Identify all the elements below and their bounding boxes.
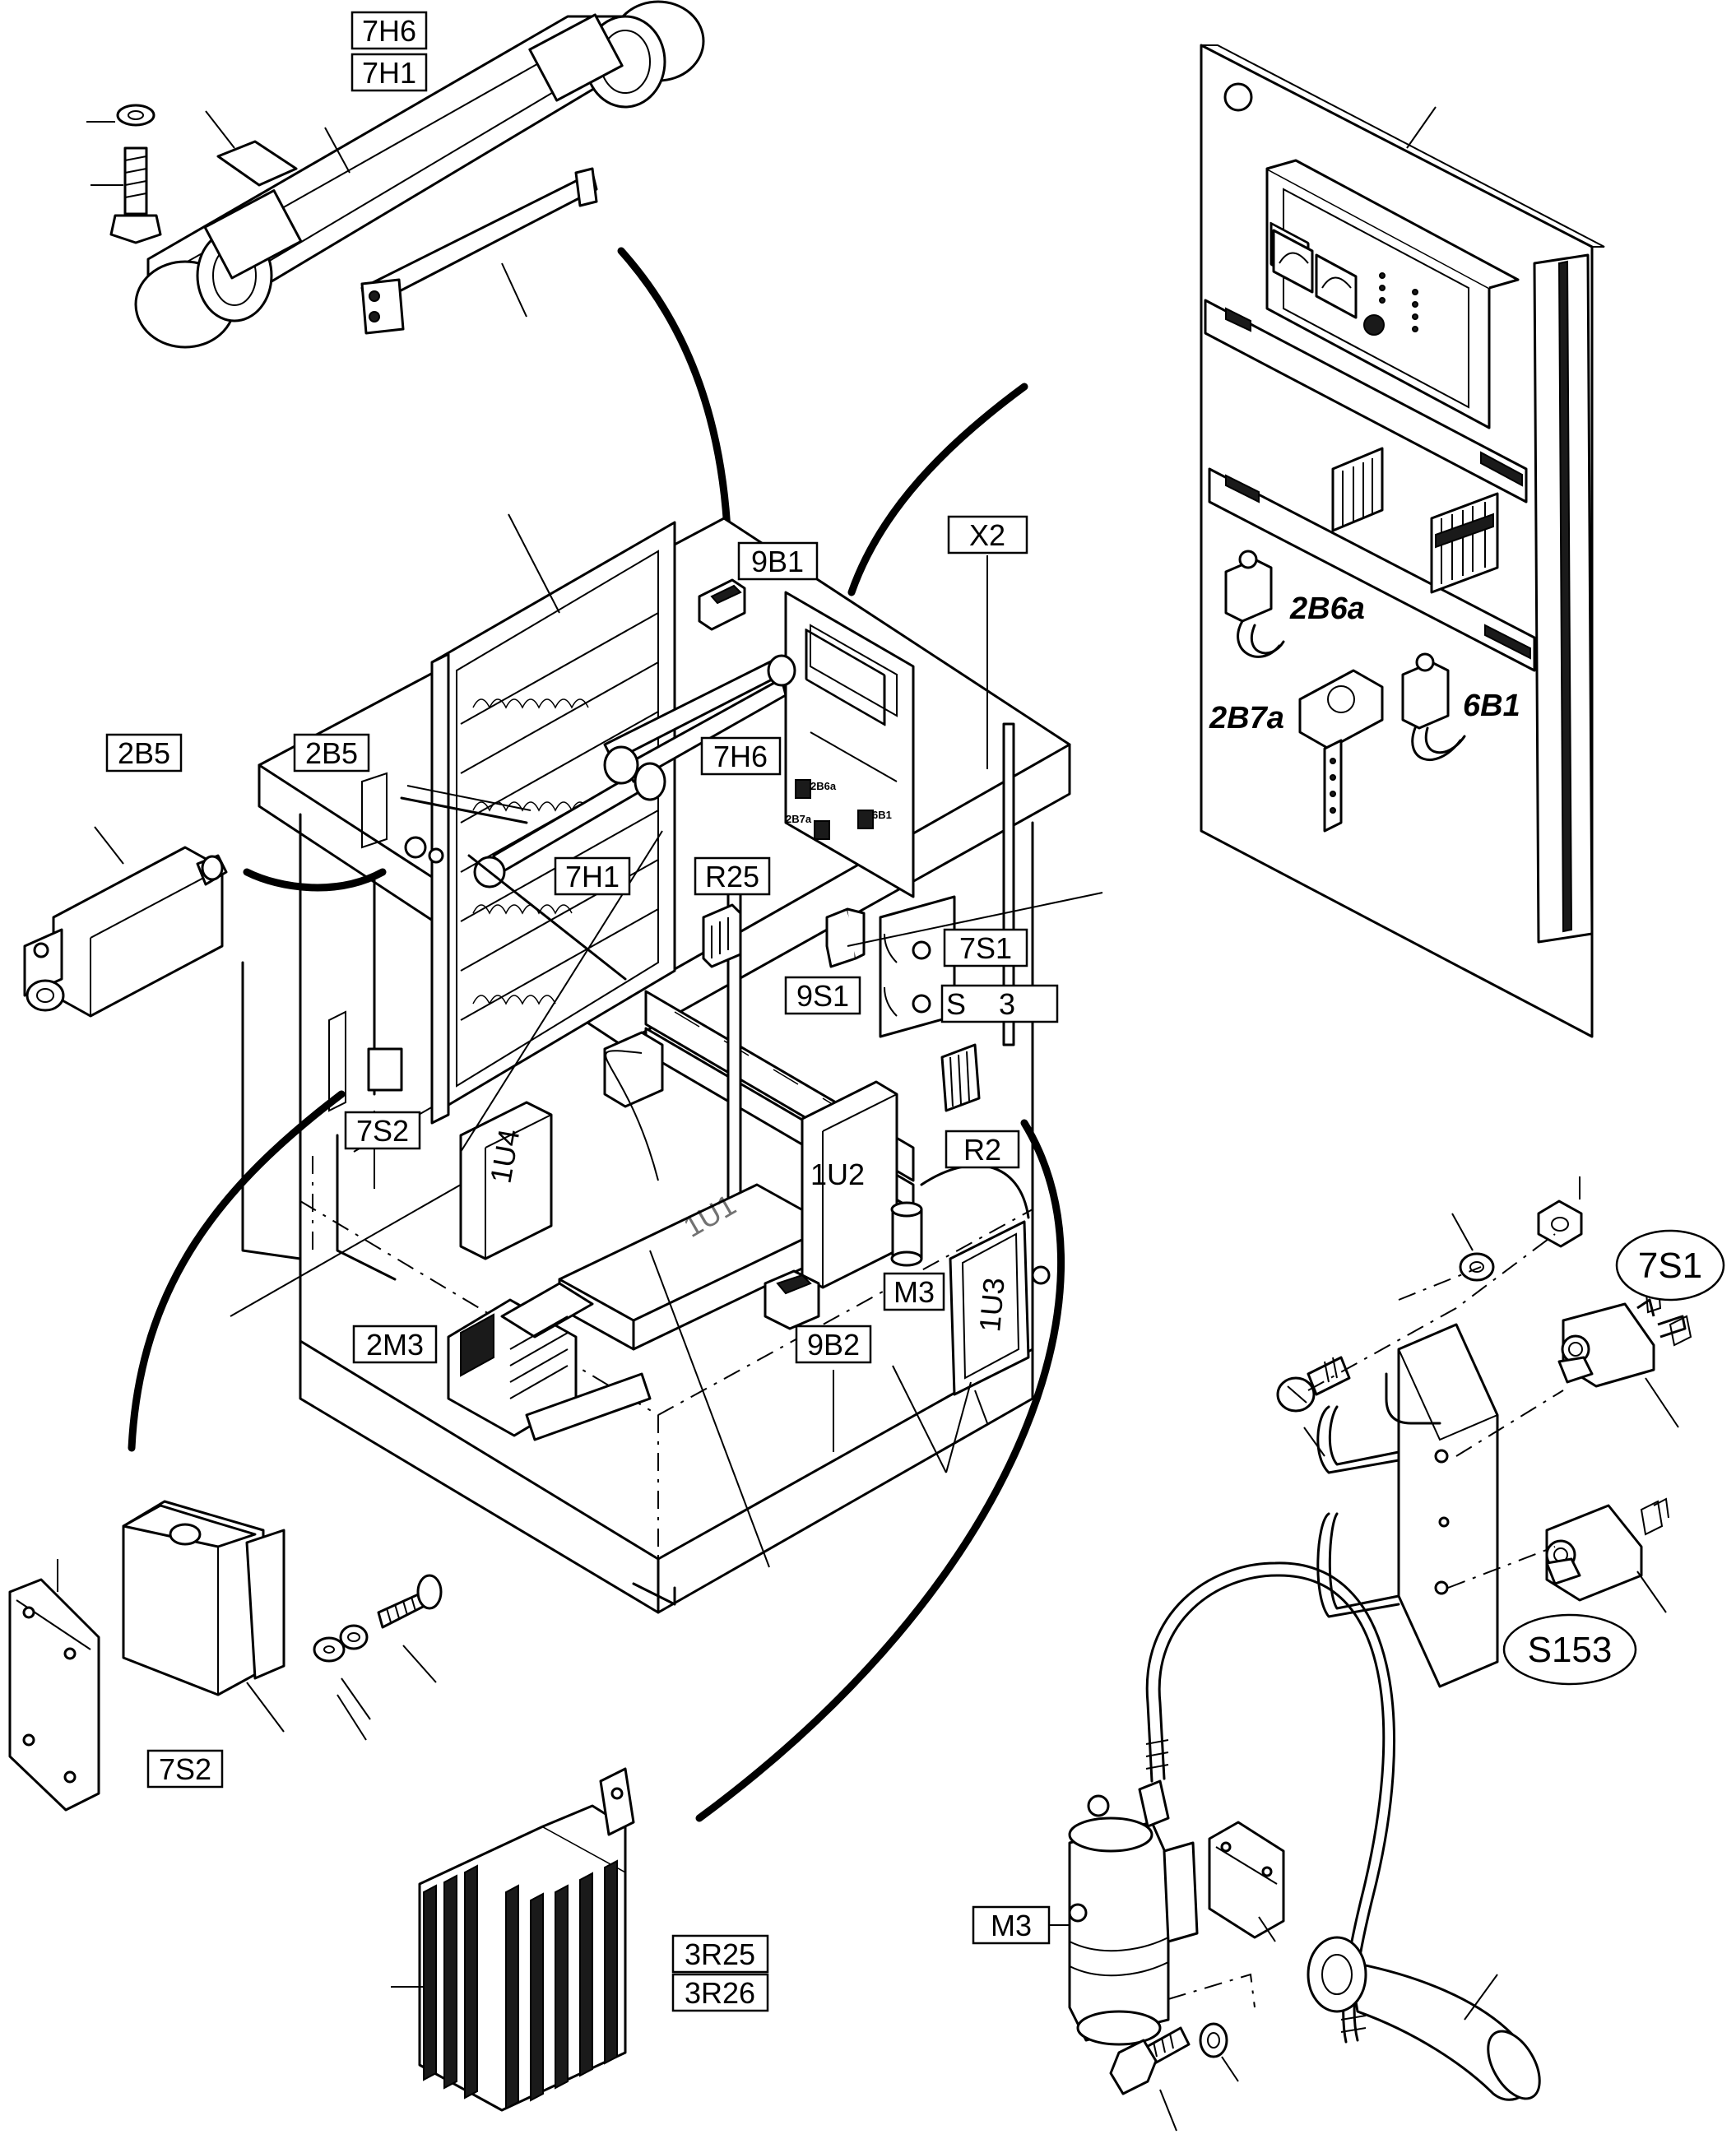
contactor-7s2 <box>8 1500 443 1812</box>
label-3r26: 3R26 <box>685 1976 755 2010</box>
oval-labels: 7S1 S153 <box>1502 1229 1725 1686</box>
label-m3-bottom: M3 <box>991 1909 1032 1942</box>
mounting-plate-small <box>216 140 298 187</box>
limit-switch-2b5 <box>23 826 228 1018</box>
label-2b6a: 2B6a <box>1289 592 1365 626</box>
heater-assembly-7h6-7h1 <box>86 0 705 349</box>
terminal-blocks <box>1331 447 1499 594</box>
switch-s153-large <box>1545 1497 1669 1602</box>
label-7s2-mid: 7S2 <box>356 1114 409 1148</box>
screw-7s1 <box>1276 1356 1351 1413</box>
boxed-labels: 7H6 7H1 9B1 X2 2B5 2B5 7H6 7H1 R25 7S1 9… <box>105 11 1059 2012</box>
label-9b2: 9B2 <box>807 1328 860 1362</box>
label-s3: S 3 <box>946 987 1015 1021</box>
label-6b1: 6B1 <box>1463 689 1520 723</box>
label-7h1-top: 7H1 <box>362 56 416 90</box>
bolt-and-washer-m3 <box>1109 2022 1228 2095</box>
label-9s1: 9S1 <box>796 979 849 1013</box>
label-7h6-top: 7H6 <box>362 14 416 48</box>
heater-rail <box>360 167 598 335</box>
label-3r25: 3R25 <box>685 1937 755 1971</box>
cover-plate <box>8 1578 100 1812</box>
transformer-9b2 <box>764 1269 820 1330</box>
washers-and-screw <box>313 1574 443 1663</box>
switch-7s1-large <box>1557 1278 1692 1388</box>
label-2b5-left: 2B5 <box>118 736 170 770</box>
label-9b1: 9B1 <box>751 545 804 578</box>
module-1u2-label: 1U2 <box>810 1158 865 1191</box>
pump-assembly-m3 <box>1049 1561 1541 2132</box>
label-m3-mid: M3 <box>894 1275 935 1309</box>
switch-7s1-small <box>879 895 956 1038</box>
label-r25: R25 <box>705 860 759 893</box>
tiny-label-6b1: 6B1 <box>872 809 892 821</box>
thermostat-2b7a <box>1298 669 1384 833</box>
pump-cover-plate <box>1208 1821 1285 1939</box>
bolt-and-washer <box>109 104 162 244</box>
contactor-9b1-small <box>698 578 746 631</box>
thermostats-small: 2B6a 2B7a 6B1 <box>786 779 892 840</box>
washer-and-nut <box>1459 1199 1583 1282</box>
label-2b7a: 2B7a <box>1209 701 1284 735</box>
module-1u3: 1U3 <box>949 1220 1051 1396</box>
label-7s2-bottom: 7S2 <box>159 1752 211 1786</box>
module-1u2: 1U2 <box>801 1080 898 1289</box>
label-7s1-box: 7S1 <box>959 931 1012 965</box>
control-panel <box>1200 44 1605 1038</box>
switch-assembly-7s1-s153 <box>1276 1176 1692 1688</box>
tiny-label-2b6a: 2B6a <box>810 780 837 792</box>
label-7h6-mid: 7H6 <box>713 740 768 773</box>
label-oval-s153: S153 <box>1528 1630 1613 1670</box>
heat-sink-small <box>940 1043 981 1112</box>
heat-sink-fins <box>423 1859 618 2110</box>
callout-arcs <box>128 247 1065 1822</box>
horn-bell <box>1307 1936 1541 2101</box>
label-7h1-mid: 7H1 <box>565 860 620 893</box>
thermostat-2b6a <box>1224 550 1285 658</box>
label-oval-7s1: 7S1 <box>1638 1246 1702 1286</box>
module-1u3-label: 1U3 <box>972 1276 1011 1333</box>
relay-9s1 <box>825 907 866 968</box>
label-2m3: 2M3 <box>366 1328 424 1362</box>
module-1u4: 1U4 <box>459 1101 553 1260</box>
heat-sink-3r25-3r26 <box>391 1767 635 2112</box>
relay-block-small <box>702 903 742 968</box>
italic-labels: 2B6a 2B7a 6B1 <box>1209 592 1520 735</box>
label-r2: R2 <box>963 1133 1001 1167</box>
tiny-label-2b7a: 2B7a <box>786 813 812 825</box>
cabinet: 1U4 1U1 1U2 1U3 <box>230 517 1071 1614</box>
compressor-2m3 <box>447 1282 652 1441</box>
label-2b5-mid: 2B5 <box>305 736 358 770</box>
label-x2: X2 <box>969 518 1005 552</box>
meters <box>1272 229 1418 336</box>
thermostat-6b1 <box>1401 652 1466 762</box>
